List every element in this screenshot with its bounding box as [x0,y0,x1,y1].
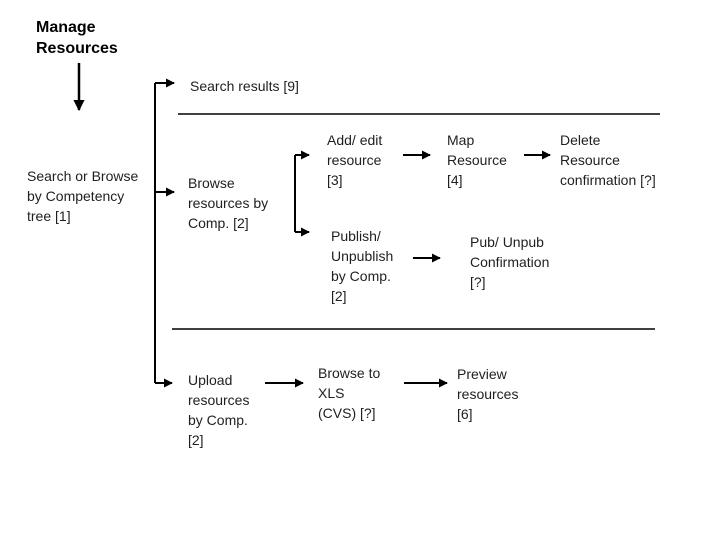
node-browse-to-xls-cvs: Browse to XLS (CVS) [?] [318,365,381,421]
node-pub-unpub-confirmation: Pub/ Unpub Confirmation [?] [470,234,550,290]
diagram-title: Manage Resources [36,19,118,57]
node-publish-unpublish-by-comp: Publish/ Unpublish by Comp. [2] [331,228,394,304]
node-search-or-browse-by-competency-tree: Search or Browse by Competency tree [1] [27,168,139,224]
node-map-resource: Map Resource [4] [447,132,507,188]
bracket-browse [294,150,310,237]
node-add-edit-resource: Add/ edit resource [3] [327,132,383,188]
node-browse-resources-by-comp: Browse resources by Comp. [2] [188,175,269,231]
node-upload-resources-by-comp: Upload resources by Comp. [2] [188,372,250,448]
node-search-results: Search results [9] [190,78,299,94]
node-delete-resource-confirmation: Delete Resource confirmation [?] [560,132,656,188]
node-preview-resources: Preview resources [6] [457,366,519,422]
bracket-main [154,78,175,388]
